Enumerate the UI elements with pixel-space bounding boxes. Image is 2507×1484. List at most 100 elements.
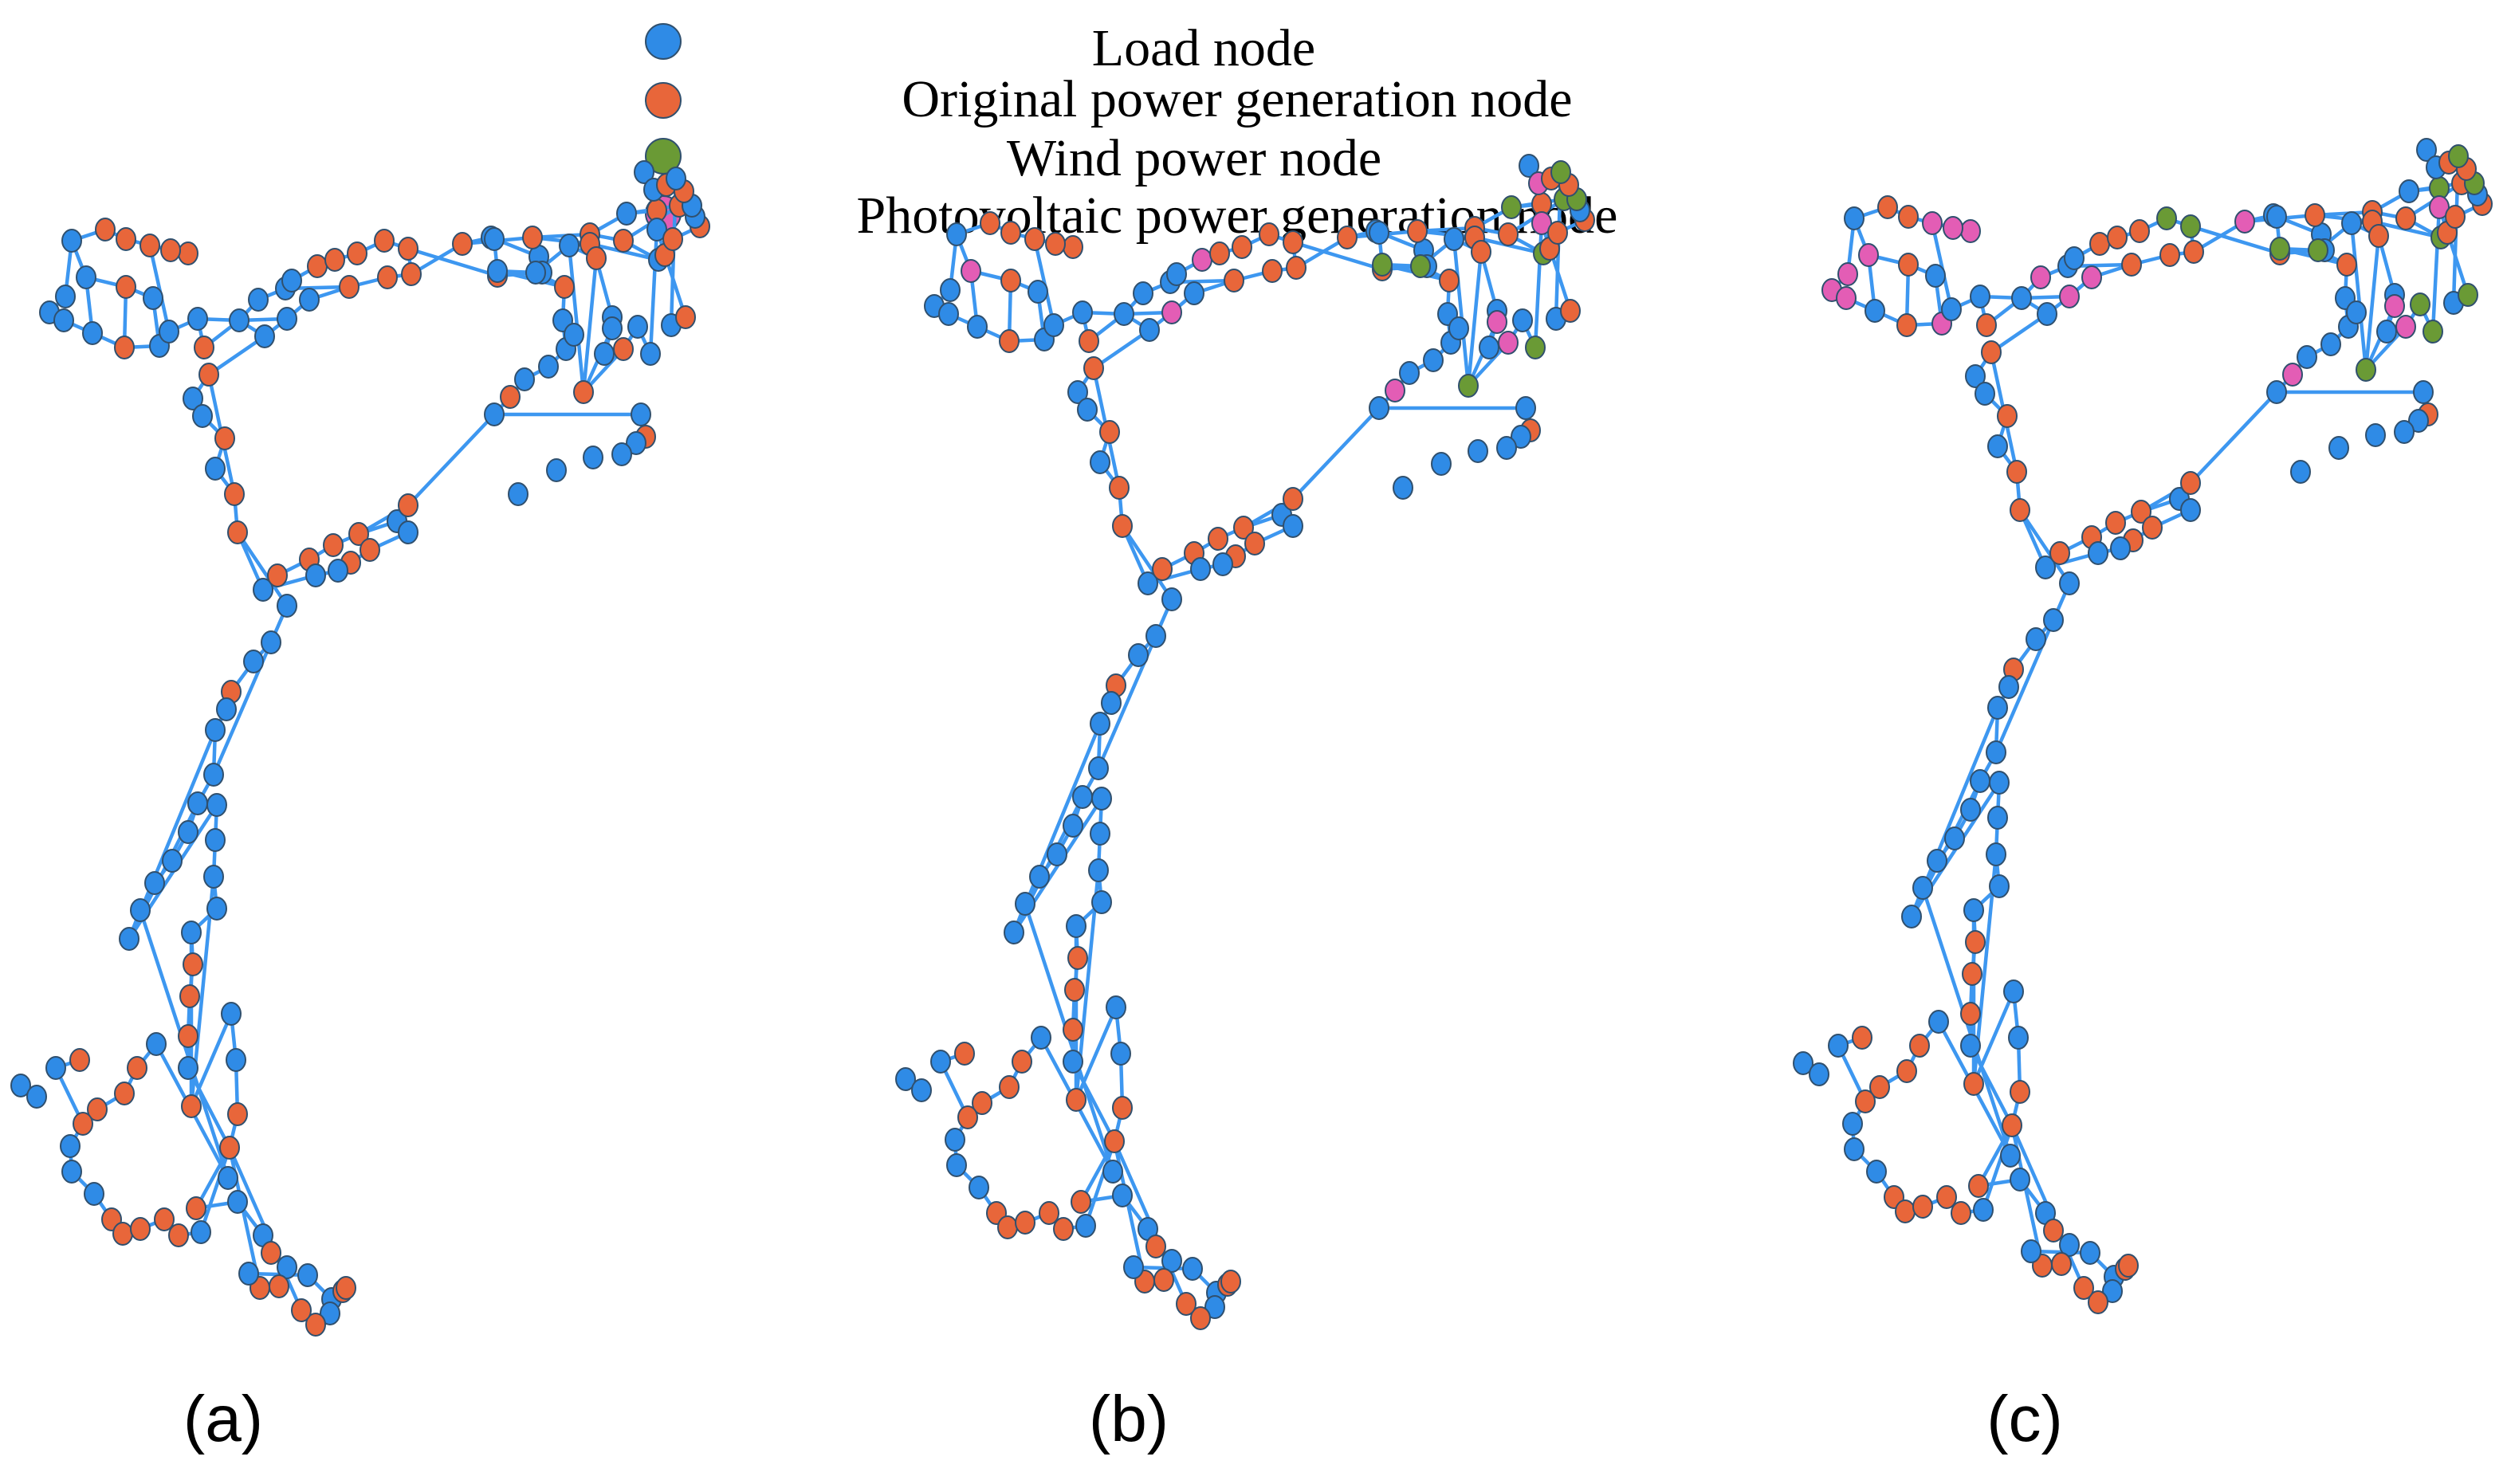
orig-node [2051, 1252, 2072, 1276]
orig-node [2105, 511, 2126, 535]
load-node [1865, 299, 1885, 323]
load-node [226, 1048, 246, 1072]
load-node [2008, 1026, 2029, 1050]
network-edge [1930, 222, 1954, 310]
network-edge [1092, 328, 1151, 370]
orig-node [1981, 340, 2002, 364]
network-edge [2189, 391, 2278, 485]
load-node [1928, 1010, 1949, 1034]
load-node [1986, 842, 2006, 866]
orig-node [452, 232, 473, 256]
load-node [1067, 380, 1088, 404]
pv-node [2030, 265, 2051, 289]
load-node [305, 563, 326, 587]
orig-node [360, 538, 380, 562]
load-node [144, 871, 165, 895]
orig-node [1968, 1174, 1989, 1198]
wind-node [2410, 292, 2430, 316]
load-node [119, 927, 139, 951]
orig-node [1209, 241, 1230, 265]
load-node [84, 1182, 104, 1206]
load-node [1166, 262, 1187, 286]
load-node [634, 160, 654, 184]
orig-node [1233, 516, 1254, 540]
load-node [1369, 396, 1389, 420]
load-node [1986, 740, 2006, 764]
load-node [1106, 995, 1126, 1019]
orig-node [374, 229, 395, 253]
load-node [1431, 452, 1452, 476]
load-node [178, 820, 198, 844]
load-node [1072, 300, 1093, 324]
orig-node [1024, 227, 1045, 251]
load-node [538, 355, 559, 379]
load-node [2394, 420, 2415, 444]
load-node [55, 285, 76, 308]
orig-node [1962, 962, 1982, 986]
load-node [602, 316, 623, 340]
load-node [61, 1160, 82, 1184]
load-node [2341, 211, 2362, 235]
orig-node [139, 234, 160, 257]
panel-label-a: (a) [183, 1383, 263, 1455]
load-node [203, 865, 224, 889]
pv-node [1385, 379, 1405, 402]
orig-node [1083, 356, 1104, 380]
orig-node [1112, 1096, 1133, 1120]
orig-node [1997, 404, 2018, 428]
load-node [2037, 302, 2057, 326]
orig-node [662, 227, 683, 251]
load-node [1110, 1042, 1131, 1066]
network-edge [1981, 1125, 2014, 1211]
load-node [631, 402, 651, 426]
wind-node [2180, 214, 2201, 238]
load-node [2376, 320, 2397, 344]
orig-node [269, 1274, 289, 1298]
load-node [930, 1050, 951, 1074]
load-node [1479, 336, 1499, 359]
load-node [45, 1056, 66, 1080]
load-node [1963, 898, 1984, 922]
load-node [1941, 297, 1962, 321]
legend-swatch-orig [645, 82, 682, 119]
load-node [238, 1262, 259, 1286]
pv-node [2395, 315, 2416, 339]
wind-node [2448, 144, 2469, 168]
orig-node [127, 1056, 147, 1080]
orig-node [1066, 1088, 1086, 1112]
load-node [146, 1032, 167, 1056]
legend-item-orig: Original power generation node [645, 70, 1573, 128]
orig-node [1190, 1306, 1211, 1330]
legend-swatch-load [645, 23, 682, 60]
orig-node [179, 984, 200, 1008]
orig-node [2142, 516, 2163, 540]
orig-node [2305, 203, 2325, 227]
orig-node [972, 1091, 992, 1115]
load-node [626, 431, 646, 455]
load-node [1139, 318, 1160, 342]
orig-node [1071, 1190, 1091, 1214]
wind-node [1372, 253, 1393, 277]
load-node [1448, 316, 1469, 340]
orig-node [87, 1097, 108, 1121]
load-node [2408, 409, 2429, 433]
network-edge [407, 413, 496, 507]
wind-node [1501, 195, 1522, 219]
load-node [1393, 476, 1413, 500]
pv-node [1161, 300, 1182, 324]
orig-node [1855, 1089, 1876, 1113]
orig-node [675, 305, 696, 329]
orig-node [2445, 205, 2466, 229]
orig-node [219, 1136, 240, 1160]
legend-item-wind: Wind power node [645, 129, 1381, 187]
load-node [229, 308, 250, 332]
orig-node [181, 1094, 202, 1118]
orig-node [2089, 232, 2110, 256]
orig-node [2336, 253, 2357, 277]
load-node [192, 404, 213, 428]
load-node [1182, 1257, 1203, 1281]
orig-node [398, 493, 418, 517]
load-node [53, 308, 74, 332]
load-node [299, 288, 320, 312]
orig-node [261, 1241, 281, 1265]
